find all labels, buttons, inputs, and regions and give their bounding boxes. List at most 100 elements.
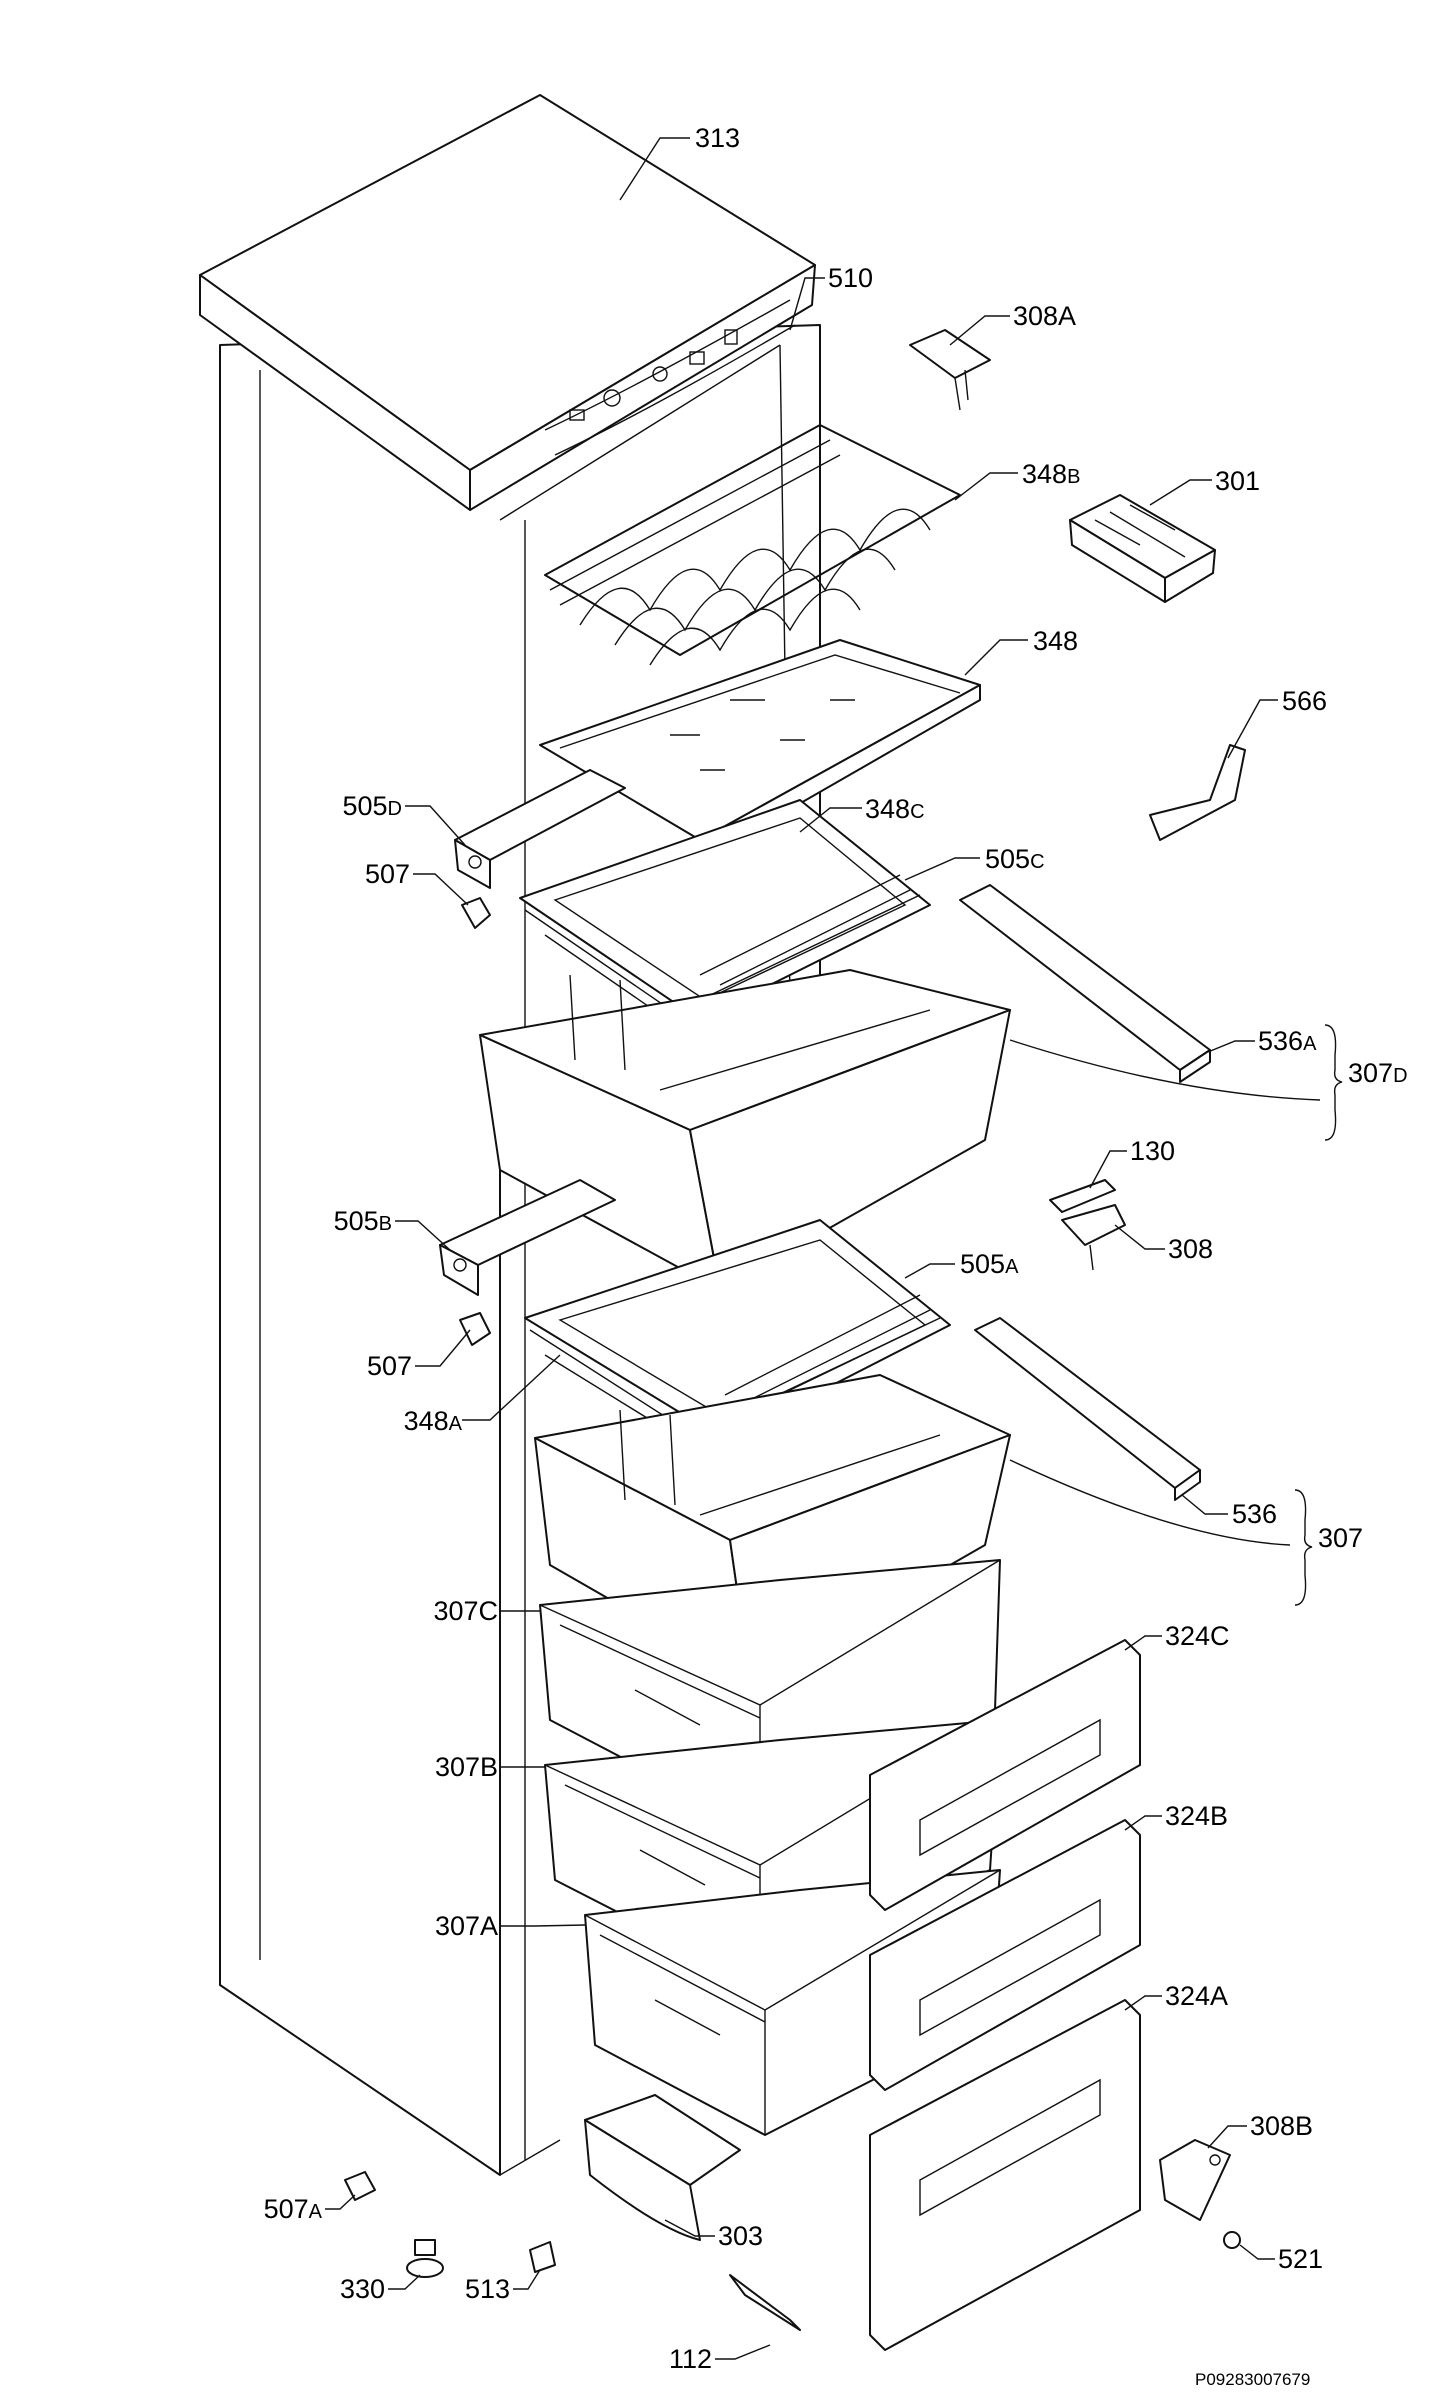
divider-536a xyxy=(959,884,1211,1083)
leader-line-507a xyxy=(413,873,469,906)
hinge-130-308 xyxy=(1049,1179,1126,1271)
drawing-code: P09283007679 xyxy=(1195,2370,1310,2389)
part-number: 505 xyxy=(334,1206,379,1236)
part-label-324A: 324A xyxy=(1165,1981,1228,2011)
part-suffix: C xyxy=(910,801,924,823)
part-label-112: 112 xyxy=(669,2344,712,2374)
part-label-566: 566 xyxy=(1282,686,1327,716)
part-label-348B: 348B xyxy=(1022,459,1080,489)
clip-507a xyxy=(344,2171,376,2201)
part-label-521: 521 xyxy=(1278,2244,1323,2274)
leader-line-303 xyxy=(664,2219,715,2237)
part-number: 507 xyxy=(367,1351,412,1381)
part-number: 348 xyxy=(1033,626,1078,656)
leader-line-348C xyxy=(799,807,862,833)
cap-521 xyxy=(1223,2231,1241,2249)
part-suffix: C xyxy=(1030,851,1044,873)
part-suffix: D xyxy=(1393,1065,1407,1087)
leader-line-505B xyxy=(395,1220,451,1251)
leader-line-324C xyxy=(1124,1635,1162,1651)
leader-line-536 xyxy=(1181,1494,1228,1515)
top-cover xyxy=(199,94,816,511)
part-number: 301 xyxy=(1215,466,1260,496)
crisper-bin-upper xyxy=(479,969,1321,1291)
part-number: 324C xyxy=(1165,1621,1230,1651)
part-number: 521 xyxy=(1278,2244,1323,2274)
leader-lines xyxy=(325,137,1278,2360)
leader-line-505D xyxy=(405,805,466,846)
part-label-507a: 507 xyxy=(365,859,410,889)
part-label-324B: 324B xyxy=(1165,1801,1228,1831)
leader-line-348A xyxy=(462,1354,561,1421)
part-number: 307C xyxy=(433,1596,498,1626)
drawer-front-324c xyxy=(869,1639,1141,1911)
part-label-307C: 307C xyxy=(433,1596,498,1626)
adjustable-foot xyxy=(406,2239,444,2278)
part-label-507b: 507 xyxy=(367,1351,412,1381)
part-number: 130 xyxy=(1130,1136,1175,1166)
part-label-513: 513 xyxy=(465,2274,510,2304)
leader-line-112 xyxy=(715,2344,771,2360)
part-label-505D: 505D xyxy=(342,791,402,821)
part-label-510: 510 xyxy=(828,263,873,293)
ice-tray xyxy=(1069,494,1216,603)
part-label-308A: 308A xyxy=(1013,301,1076,331)
part-label-348C: 348C xyxy=(865,794,925,824)
part-suffix: B xyxy=(1067,466,1080,488)
leader-line-521 xyxy=(1239,2244,1275,2260)
part-number: 307A xyxy=(435,1911,498,1941)
part-number: 324A xyxy=(1165,1981,1228,2011)
part-number: 505 xyxy=(985,844,1030,874)
part-number: 307 xyxy=(1348,1058,1393,1088)
part-number: 507 xyxy=(264,2194,309,2224)
part-label-505A: 505A xyxy=(960,1249,1019,1279)
leader-line-513 xyxy=(513,2269,541,2290)
part-number: 348 xyxy=(1022,459,1067,489)
part-suffix: A xyxy=(1303,1033,1317,1055)
drawer-frame-upper xyxy=(519,799,931,1036)
part-number: 536 xyxy=(1258,1026,1303,1056)
part-suffix: B xyxy=(379,1213,392,1235)
part-number: 307B xyxy=(435,1752,498,1782)
part-number: 505 xyxy=(960,1249,1005,1279)
leader-line-510 xyxy=(789,277,825,331)
leader-line-308 xyxy=(1114,1224,1165,1250)
leader-line-324A xyxy=(1124,1995,1162,2011)
rail-505b xyxy=(439,1179,616,1296)
leader-line-308B xyxy=(1207,2125,1247,2149)
leader-line-308A xyxy=(949,315,1010,346)
leader-line-301 xyxy=(1149,479,1212,506)
part-label-307D: 307D xyxy=(1348,1058,1408,1088)
part-number: 348 xyxy=(865,794,910,824)
leader-line-307A xyxy=(500,1924,586,1927)
leader-line-348 xyxy=(964,639,1028,676)
leader-line-536A xyxy=(1207,1040,1255,1053)
part-number: 308B xyxy=(1250,2111,1313,2141)
part-label-348A: 348A xyxy=(404,1406,463,1436)
part-suffix: A xyxy=(449,1413,463,1435)
leader-line-348B xyxy=(954,472,1018,501)
bottle-rack xyxy=(544,424,961,666)
drawer-front-324b xyxy=(869,1819,1141,2091)
part-number: 112 xyxy=(669,2344,712,2374)
bracket-307 xyxy=(1294,1489,1313,1606)
leader-line-507b xyxy=(415,1329,471,1367)
part-label-536: 536 xyxy=(1232,1499,1277,1529)
divider-536 xyxy=(974,1317,1201,1501)
leader-line-507A xyxy=(325,2194,356,2210)
part-number: 303 xyxy=(718,2221,763,2251)
rail-505d xyxy=(454,769,626,889)
part-label-505B: 505B xyxy=(334,1206,392,1236)
part-label-348: 348 xyxy=(1033,626,1078,656)
part-number: 510 xyxy=(828,263,873,293)
part-label-307B: 307B xyxy=(435,1752,498,1782)
part-number: 536 xyxy=(1232,1499,1277,1529)
bracket-307d xyxy=(1324,1024,1343,1141)
part-number: 566 xyxy=(1282,686,1327,716)
hinge-308a xyxy=(909,329,991,411)
part-number: 307 xyxy=(1318,1523,1363,1553)
part-number: 513 xyxy=(465,2274,510,2304)
